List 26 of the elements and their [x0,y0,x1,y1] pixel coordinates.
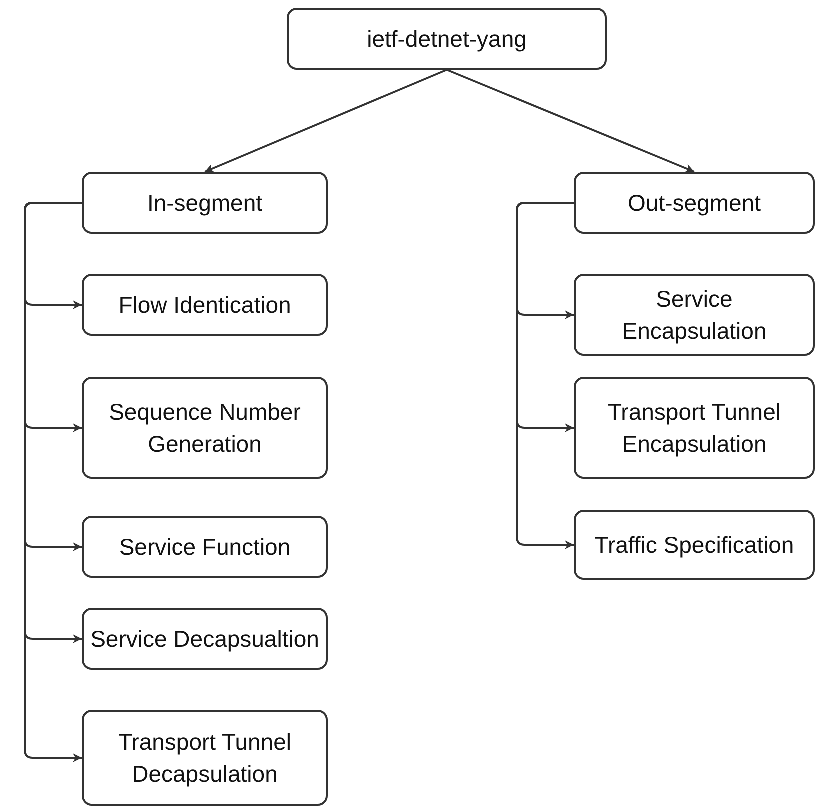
arrow [516,202,574,550]
arrow [204,69,448,173]
node-label: Traffic Specification [594,530,796,560]
arrow [24,202,82,762]
node-label: Service Function [118,532,292,562]
process-box [574,510,815,580]
node-label: Flow Identication [118,290,292,320]
node-label: Transport Tunnel Decapsulation [117,728,293,789]
process-box [82,608,328,670]
node-label: Transport Tunnel Encapsulation [606,398,782,459]
process-box [574,172,815,234]
process-box [82,274,328,336]
process-box [287,8,607,70]
process-box [82,377,328,479]
node-label: In-segment [146,188,264,218]
node-label: Out-segment [627,188,762,218]
node-label: Service Encapsulation [621,284,768,346]
arrow [446,69,695,173]
node-label: Service Decapsualtion [90,624,320,654]
node-label: Sequence Number Generation [108,398,302,459]
process-box [82,516,328,578]
process-box [82,710,328,806]
process-box [574,274,815,356]
process-box [574,377,815,479]
process-box [82,172,328,234]
node-label: ietf-detnet-yang [366,24,528,54]
